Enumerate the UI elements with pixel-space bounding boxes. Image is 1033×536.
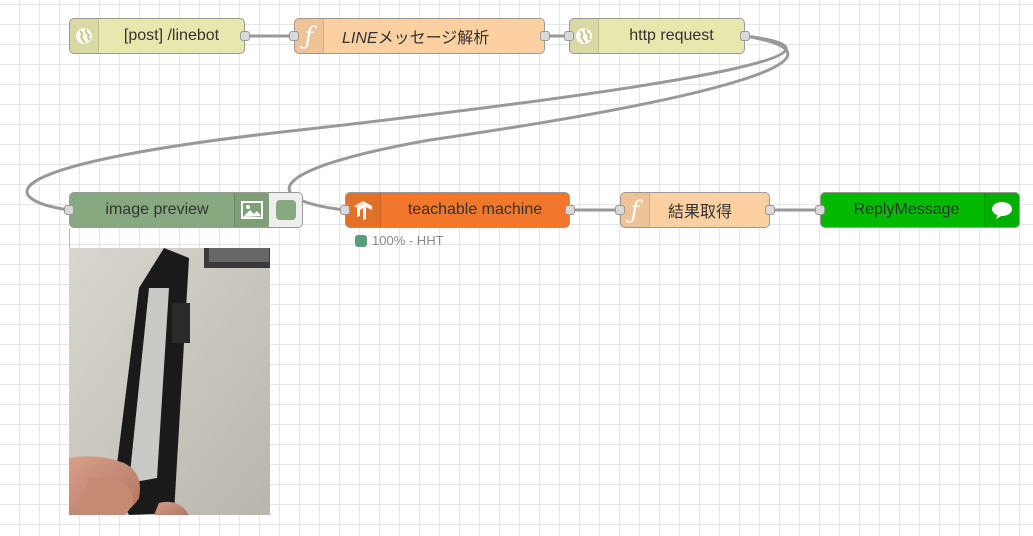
function-icon: ƒ: [295, 19, 324, 53]
output-port[interactable]: [740, 31, 750, 41]
node-label: [post] /linebot: [123, 27, 220, 44]
output-port[interactable]: [540, 31, 550, 41]
output-port[interactable]: [765, 205, 775, 215]
globe-icon: [70, 19, 99, 53]
input-port[interactable]: [815, 205, 825, 215]
node-label-italic: LINE: [342, 30, 378, 47]
node-reply-message[interactable]: ReplyMessage: [815, 192, 1020, 228]
node-teachable-machine[interactable]: teachable machine: [340, 192, 575, 228]
output-port[interactable]: [240, 31, 250, 41]
node-function-result[interactable]: ƒ 結果取得: [615, 192, 775, 228]
globe-icon: [570, 19, 599, 53]
input-port[interactable]: [289, 31, 299, 41]
chat-bubble-icon: [984, 193, 1019, 227]
node-http-request[interactable]: http request: [564, 18, 750, 54]
node-label: LINEメッセージ解析: [324, 24, 544, 48]
node-http-in-linebot[interactable]: [post] /linebot: [69, 18, 250, 54]
function-icon: ƒ: [621, 193, 650, 227]
preview-frame-left-line: [69, 228, 70, 248]
status-text: 100% - HHT: [372, 233, 444, 248]
image-icon: [234, 193, 269, 227]
node-image-preview[interactable]: image preview: [64, 192, 270, 228]
node-function-line-parse[interactable]: ƒ LINEメッセージ解析: [289, 18, 550, 54]
input-port[interactable]: [340, 205, 350, 215]
wire-http-to-preview[interactable]: [25, 34, 788, 212]
tensorflow-icon: [346, 193, 381, 227]
input-port[interactable]: [64, 205, 74, 215]
wire-http-to-teachable[interactable]: [287, 34, 790, 212]
toggle-indicator: [275, 200, 296, 220]
preview-image: [69, 248, 270, 515]
node-label: ReplyMessage: [853, 201, 960, 218]
input-port[interactable]: [564, 31, 574, 41]
image-preview-toggle-button[interactable]: [269, 192, 303, 228]
output-port[interactable]: [565, 205, 575, 215]
status-dot: [355, 234, 367, 247]
node-label: teachable machine: [407, 201, 543, 218]
node-label: 結果取得: [668, 204, 733, 221]
node-label: image preview: [105, 201, 209, 218]
node-label-rest: メッセージ解析: [377, 30, 490, 47]
node-label: http request: [629, 27, 714, 44]
input-port[interactable]: [615, 205, 625, 215]
node-status-teachable-machine: 100% - HHT: [355, 233, 444, 248]
